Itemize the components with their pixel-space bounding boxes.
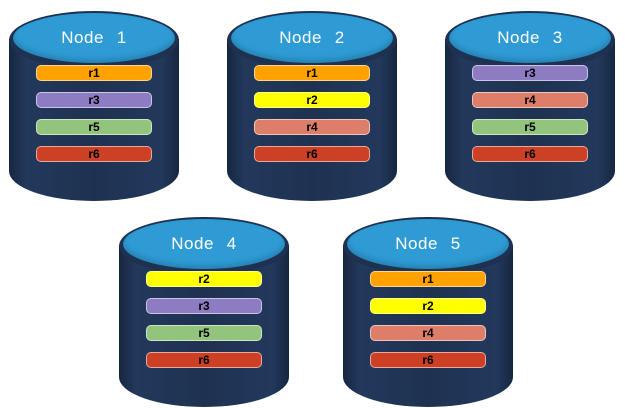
replica-bar: r3 xyxy=(146,298,262,314)
replica-bar: r3 xyxy=(472,65,588,81)
replica-bar: r4 xyxy=(254,119,370,135)
node-label: Node 4 xyxy=(171,234,237,253)
replica-bar: r4 xyxy=(472,92,588,108)
cylinder-top-face: Node 4 xyxy=(123,219,285,269)
database-node-cylinder: Node 4 r2 r3 r5 r6 xyxy=(119,217,289,407)
cylinder-top-rim: Node 3 xyxy=(445,11,615,69)
cylinder-top-face: Node 5 xyxy=(347,219,509,269)
cylinder-top-rim: Node 2 xyxy=(227,11,397,69)
replica-bar: r2 xyxy=(370,298,486,314)
replica-bar: r2 xyxy=(146,271,262,287)
replica-bar: r2 xyxy=(254,92,370,108)
replica-stack: r1 r2 r4 r6 xyxy=(254,65,370,162)
node-label: Node 2 xyxy=(279,28,345,47)
database-node-cylinder: Node 5 r1 r2 r4 r6 xyxy=(343,217,513,407)
cylinder-top-face: Node 1 xyxy=(13,13,175,63)
replica-stack: r3 r4 r5 r6 xyxy=(472,65,588,162)
replica-bar: r6 xyxy=(146,352,262,368)
node-label: Node 3 xyxy=(497,28,563,47)
replica-bar: r1 xyxy=(36,65,152,81)
replica-bar: r6 xyxy=(36,146,152,162)
replica-bar: r5 xyxy=(146,325,262,341)
replica-bar: r5 xyxy=(36,119,152,135)
replica-bar: r1 xyxy=(370,271,486,287)
cylinder-top-face: Node 3 xyxy=(449,13,611,63)
replica-bar: r6 xyxy=(472,146,588,162)
node-label: Node 5 xyxy=(395,234,461,253)
cylinder-top-face: Node 2 xyxy=(231,13,393,63)
replica-bar: r6 xyxy=(370,352,486,368)
replica-stack: r1 r2 r4 r6 xyxy=(370,271,486,368)
database-node-cylinder: Node 1 r1 r3 r5 r6 xyxy=(9,11,179,201)
replica-stack: r2 r3 r5 r6 xyxy=(146,271,262,368)
cylinder-top-rim: Node 4 xyxy=(119,217,289,275)
cylinder-top-rim: Node 5 xyxy=(343,217,513,275)
database-node-cylinder: Node 2 r1 r2 r4 r6 xyxy=(227,11,397,201)
replica-bar: r1 xyxy=(254,65,370,81)
replica-stack: r1 r3 r5 r6 xyxy=(36,65,152,162)
replica-bar: r6 xyxy=(254,146,370,162)
replica-bar: r4 xyxy=(370,325,486,341)
replica-bar: r5 xyxy=(472,119,588,135)
database-node-cylinder: Node 3 r3 r4 r5 r6 xyxy=(445,11,615,201)
node-label: Node 1 xyxy=(61,28,127,47)
cylinder-top-rim: Node 1 xyxy=(9,11,179,69)
replica-bar: r3 xyxy=(36,92,152,108)
